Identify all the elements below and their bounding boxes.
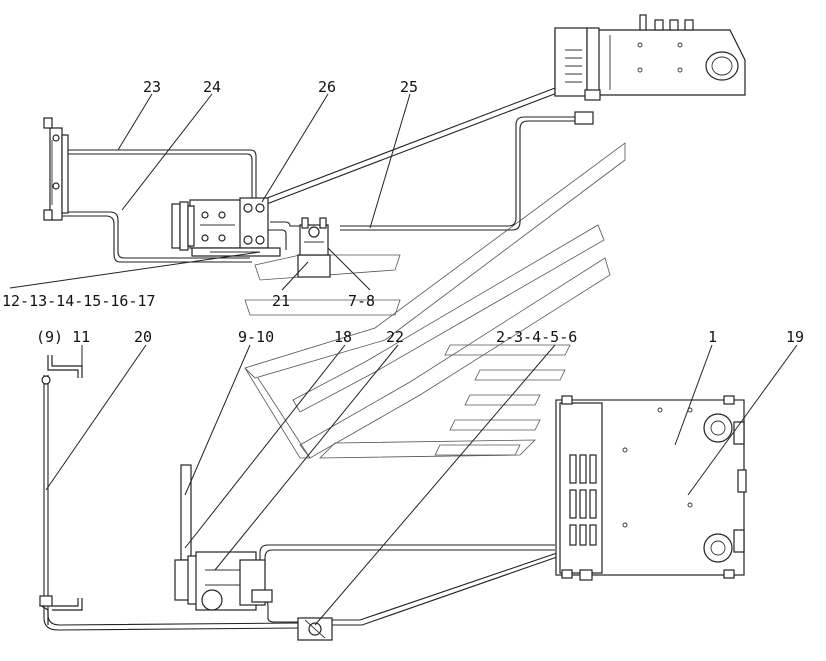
callout-22: 22 [386, 328, 404, 346]
callout-12-17: 12-13-14-15-16-17 [2, 292, 156, 310]
refrigerant-pipes [43, 87, 589, 631]
callout-24: 24 [203, 78, 221, 96]
top-right-unit [554, 14, 746, 125]
callout-21: 21 [272, 292, 290, 310]
callout-9-11: (9) 11 [36, 328, 90, 346]
receiver-drier [297, 217, 331, 278]
callout-18: 18 [334, 328, 352, 346]
callout-1: 1 [708, 328, 717, 346]
callout-26: 26 [318, 78, 336, 96]
compressor-upper [171, 197, 281, 257]
watermark-outline [244, 142, 626, 459]
callout-7-8: 7-8 [348, 292, 375, 310]
callout-19: 19 [786, 328, 804, 346]
mounting-bracket [39, 355, 83, 625]
callout-20: 20 [134, 328, 152, 346]
callout-labels: 23 24 26 25 12-13-14-15-16-17 21 7-8 (9)… [2, 78, 804, 346]
callout-9-10: 9-10 [238, 328, 274, 346]
condenser [43, 117, 69, 221]
evaporator-unit [555, 395, 747, 581]
callout-2-6: 2-3-4-5-6 [496, 328, 577, 346]
expansion-valve [297, 617, 333, 641]
callout-25: 25 [400, 78, 418, 96]
callout-23: 23 [143, 78, 161, 96]
leader-lines [9, 93, 798, 626]
compressor-lower [174, 464, 273, 611]
